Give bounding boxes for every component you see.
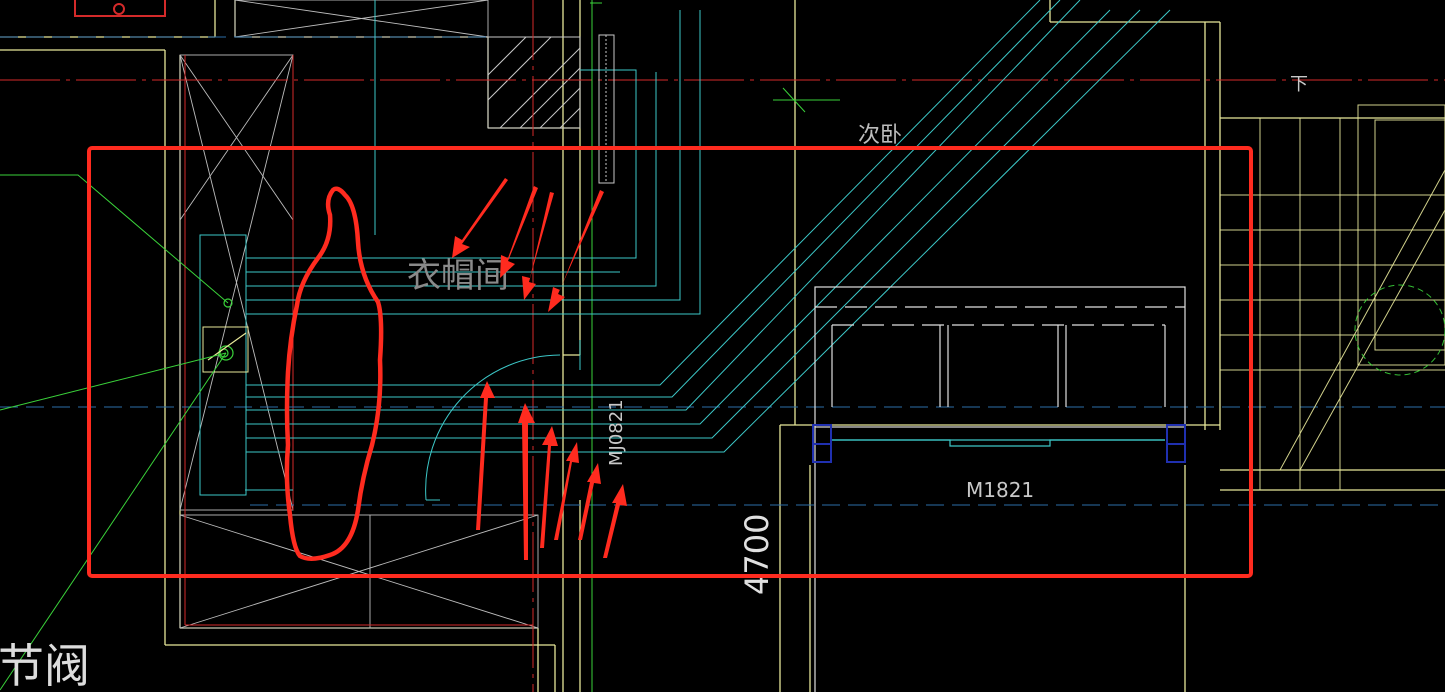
wall-radiator — [598, 34, 615, 184]
door-label-m1821: M1821 — [966, 478, 1034, 502]
shaft-crosses — [179, 0, 539, 629]
arrow — [522, 192, 554, 300]
manifold — [207, 298, 247, 361]
arrow — [452, 178, 508, 258]
blue-axes — [0, 36, 1445, 506]
dimension-label: 4700 — [738, 514, 776, 595]
room-label-secondary-bedroom: 次卧 — [858, 123, 902, 148]
floor-heating-pipes — [199, 0, 1171, 501]
arrow — [476, 381, 495, 530]
lower-arrows — [476, 381, 627, 560]
leader-lines — [0, 174, 229, 691]
arrow — [578, 463, 601, 540]
door-label-mj0821: MJ0821 — [606, 399, 627, 466]
arrow — [554, 442, 579, 540]
arrow — [518, 403, 535, 560]
hatched-wall-block — [487, 36, 581, 129]
freehand-loop — [284, 186, 384, 561]
door-m1821-frame — [814, 286, 1186, 692]
arrow — [540, 426, 558, 548]
top-left-fixture — [74, 0, 166, 17]
room-label-cloakroom: 衣帽间 — [407, 256, 509, 296]
highlight-box — [87, 146, 1253, 578]
arrow — [548, 190, 604, 312]
green-axes — [590, 0, 840, 692]
upper-arrows — [452, 178, 604, 312]
stair-mark: 下 — [1290, 74, 1308, 95]
columns — [812, 424, 1186, 463]
arrow — [500, 186, 538, 278]
right-grid — [1220, 104, 1445, 490]
markup-annotations — [87, 146, 1253, 578]
arrow — [603, 484, 627, 558]
valve-label: 节阀 — [0, 639, 90, 692]
